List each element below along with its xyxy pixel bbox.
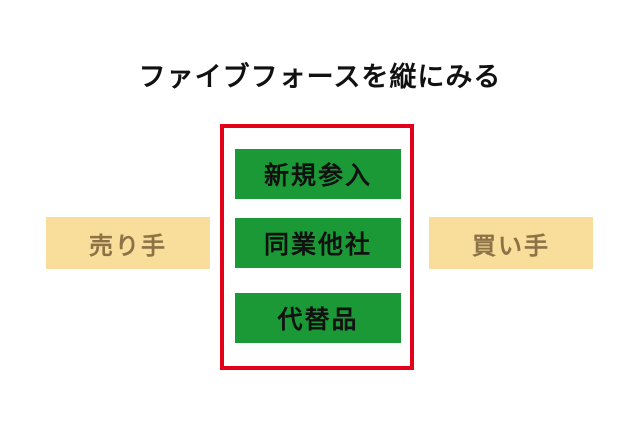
substitutes-box: 代替品 — [235, 293, 401, 343]
seller-box: 売り手 — [46, 217, 210, 269]
competitors-box: 同業他社 — [235, 218, 401, 268]
diagram-title: ファイブフォースを縦にみる — [138, 62, 502, 93]
new-entrants-box: 新規参入 — [235, 149, 401, 199]
industry-frame — [220, 124, 414, 370]
buyer-box: 買い手 — [429, 217, 593, 269]
